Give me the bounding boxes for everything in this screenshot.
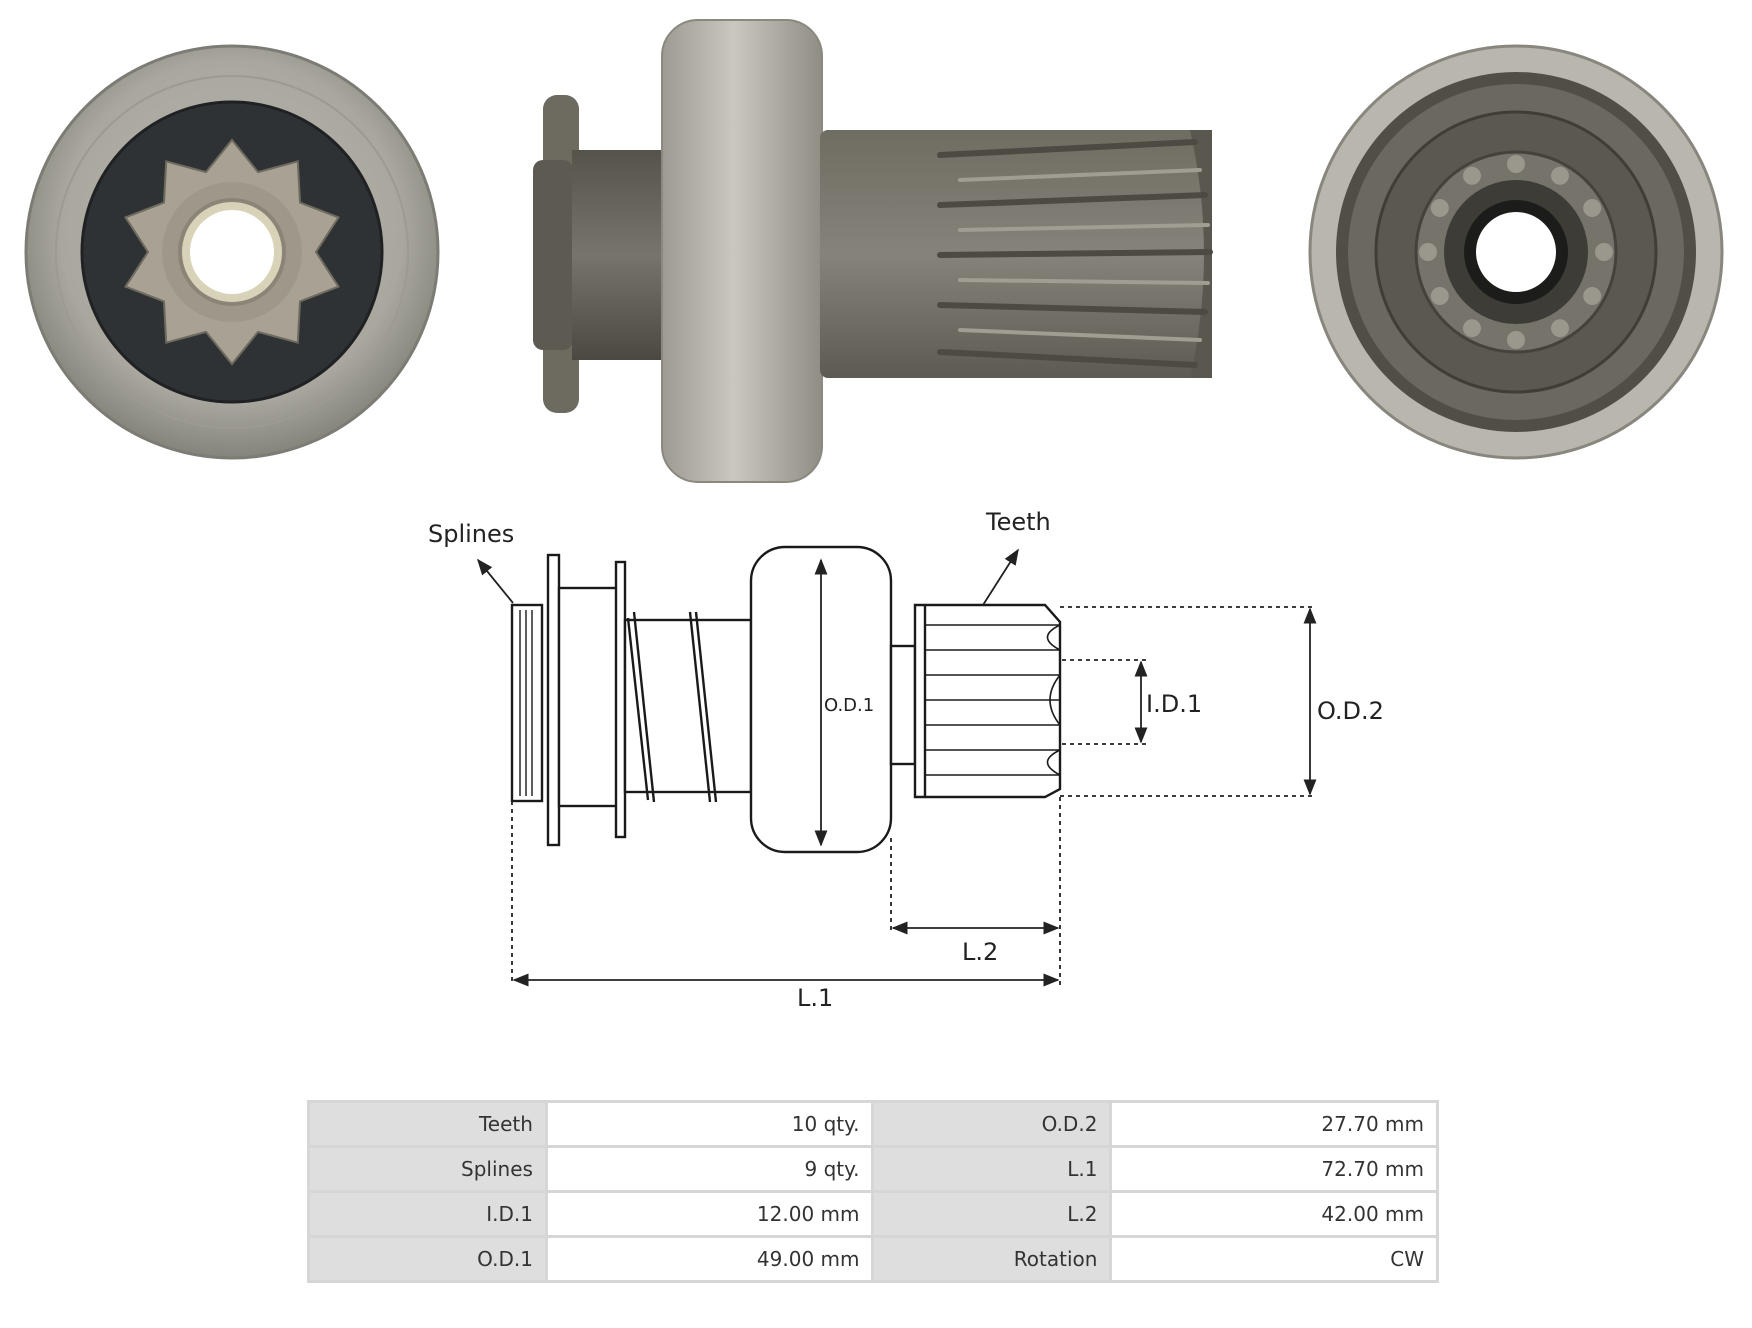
teeth-label: Teeth <box>985 508 1051 536</box>
table-row: Splines 9 qty. L.1 72.70 mm <box>310 1148 1436 1190</box>
gear-tooth <box>1419 243 1437 261</box>
splines-label: Splines <box>428 520 514 548</box>
gear-tooth <box>1551 166 1569 185</box>
spec-label: L.2 <box>874 1193 1110 1235</box>
gear-tooth <box>1463 166 1481 185</box>
spec-label: O.D.1 <box>310 1238 545 1280</box>
spec-value: 72.70 mm <box>1112 1148 1436 1190</box>
l2-label: L.2 <box>962 938 998 966</box>
dimension-lines <box>476 548 1317 987</box>
gear-tooth <box>1595 243 1613 261</box>
spec-value: 42.00 mm <box>1112 1193 1436 1235</box>
spec-value: CW <box>1112 1238 1436 1280</box>
gear-tooth <box>1551 319 1569 338</box>
spec-label: I.D.1 <box>310 1193 545 1235</box>
l1-label: L.1 <box>797 984 833 1012</box>
gear-tooth <box>1507 155 1525 173</box>
spec-label: Teeth <box>310 1103 545 1145</box>
spec-label: Splines <box>310 1148 545 1190</box>
spec-value: 49.00 mm <box>547 1238 872 1280</box>
drive-front-view-photo <box>24 44 440 460</box>
table-row: O.D.1 49.00 mm Rotation CW <box>310 1238 1436 1280</box>
spec-label: L.1 <box>874 1148 1110 1190</box>
gear-tooth <box>1583 199 1602 217</box>
table-row: I.D.1 12.00 mm L.2 42.00 mm <box>310 1193 1436 1235</box>
spec-value: 27.70 mm <box>1112 1103 1436 1145</box>
gear-tooth <box>1583 287 1602 305</box>
gear-tooth <box>1507 331 1525 349</box>
dimension-drawing <box>510 545 1062 854</box>
drive-side-view-photo <box>533 19 1213 483</box>
gear-tooth <box>1430 287 1449 305</box>
drive-rear-view-photo <box>1308 44 1724 460</box>
od2-label: O.D.2 <box>1317 697 1384 725</box>
spec-value: 12.00 mm <box>547 1193 872 1235</box>
gear-tooth <box>1463 319 1481 338</box>
spec-label: Rotation <box>874 1238 1110 1280</box>
spec-value: 9 qty. <box>547 1148 872 1190</box>
pinion-teeth-rear <box>1419 155 1613 349</box>
gear-tooth <box>1430 199 1449 217</box>
spec-label: O.D.2 <box>874 1103 1110 1145</box>
id1-label: I.D.1 <box>1146 690 1202 718</box>
specifications-table: Teeth 10 qty. O.D.2 27.70 mm Splines 9 q… <box>307 1100 1439 1283</box>
od1-label: O.D.1 <box>824 695 874 716</box>
spec-value: 10 qty. <box>547 1103 872 1145</box>
table-row: Teeth 10 qty. O.D.2 27.70 mm <box>310 1103 1436 1145</box>
